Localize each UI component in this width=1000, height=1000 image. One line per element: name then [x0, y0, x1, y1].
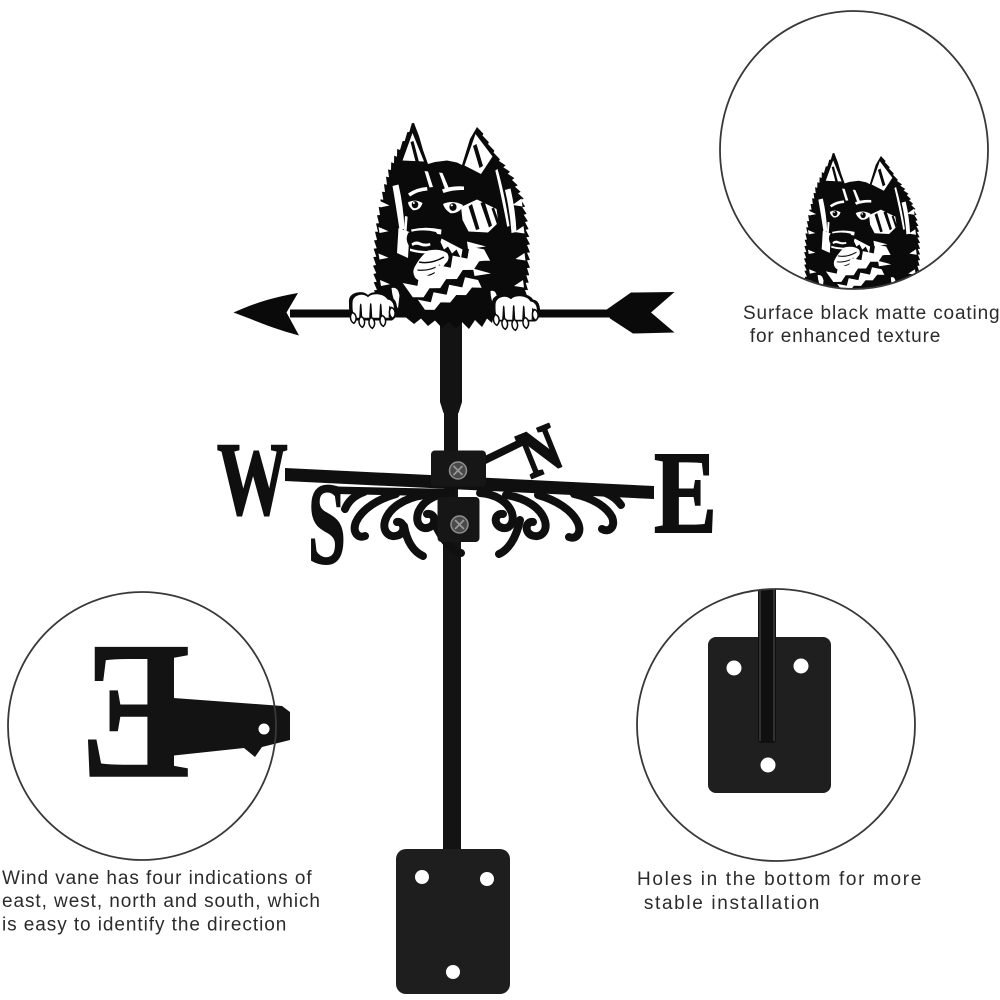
- svg-text:is easy to identify the direct: is easy to identify the direction: [2, 914, 287, 935]
- svg-text:Wind vane has four indications: Wind vane has four indications of: [2, 868, 313, 889]
- svg-text:Holes in the bottom for more: Holes in the bottom for more: [637, 869, 923, 890]
- svg-text:S: S: [308, 459, 346, 589]
- svg-text:N: N: [509, 409, 571, 491]
- svg-text:W: W: [217, 423, 288, 538]
- svg-text:stable installation: stable installation: [644, 893, 821, 914]
- svg-text:east, west, north and south, w: east, west, north and south, which: [2, 891, 321, 912]
- svg-text:for enhanced texture: for enhanced texture: [750, 326, 941, 347]
- svg-text:E: E: [654, 428, 717, 558]
- svg-text:Surface black matte coating: Surface black matte coating: [743, 303, 1000, 324]
